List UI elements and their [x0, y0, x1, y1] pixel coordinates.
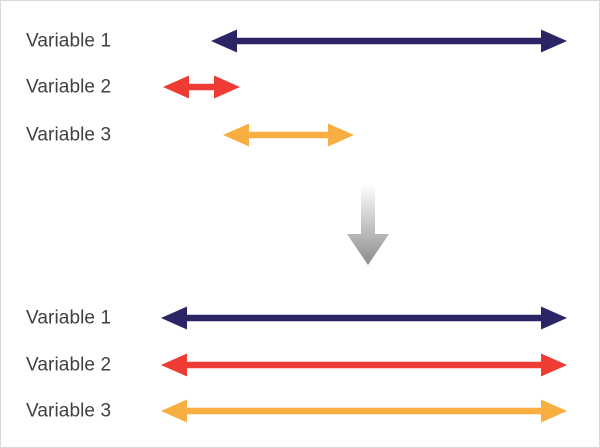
bottom-row-1-label: Variable 1 [26, 307, 112, 329]
bottom-row-1-arrow [161, 302, 567, 334]
top-row-1-arrow [211, 25, 567, 57]
top-row-variable-2: Variable 2 [1, 67, 599, 107]
top-row-2-label: Variable 2 [26, 76, 112, 98]
top-row-variable-3: Variable 3 [1, 115, 599, 155]
top-row-1-label: Variable 1 [26, 30, 112, 52]
bottom-row-3-label: Variable 3 [26, 400, 112, 422]
top-row-3-label: Variable 3 [26, 124, 112, 146]
bottom-row-variable-2: Variable 2 [1, 345, 599, 385]
top-row-variable-1: Variable 1 [1, 21, 599, 61]
bottom-row-variable-1: Variable 1 [1, 298, 599, 338]
bottom-row-2-label: Variable 2 [26, 354, 112, 376]
top-row-3-arrow [223, 119, 354, 151]
bottom-row-2-arrow [161, 349, 567, 381]
bottom-row-variable-3: Variable 3 [1, 391, 599, 431]
down-arrow-icon [345, 184, 391, 266]
bottom-row-3-arrow [161, 395, 567, 427]
top-row-2-arrow [163, 71, 240, 103]
